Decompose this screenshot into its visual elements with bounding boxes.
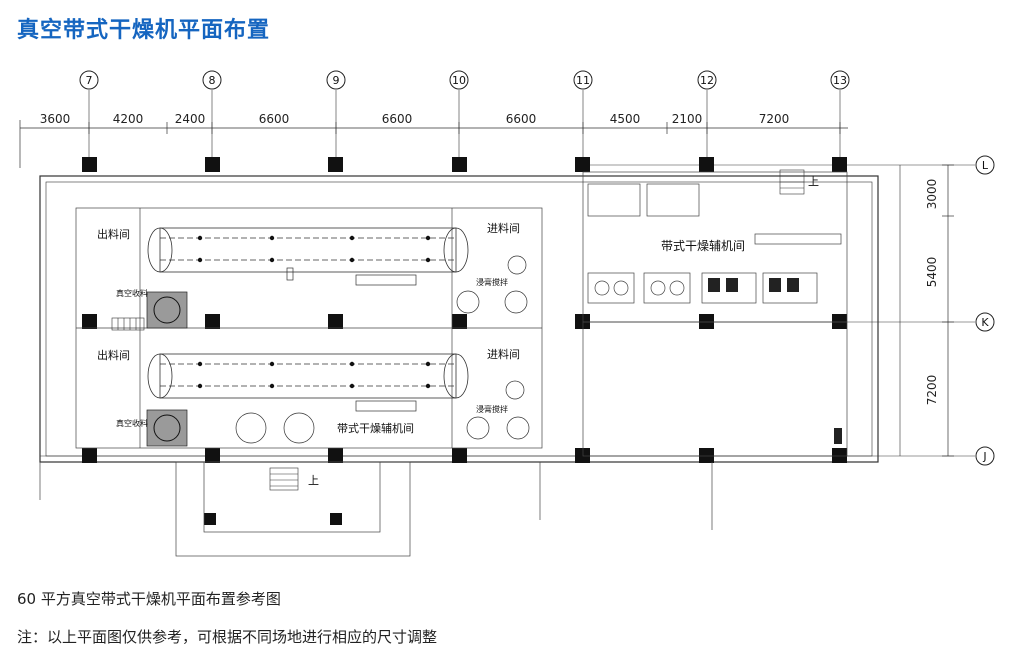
grid-label-12: 12 (700, 74, 714, 87)
mixing-tank-label-2: 浸膏搅拌 (476, 404, 508, 414)
discharge-room-label-1: 出料间 (97, 227, 130, 241)
belt-dryer-2 (147, 353, 469, 399)
grid-bubble-13 (830, 70, 850, 90)
dim-top-3: 2400 (175, 112, 206, 126)
grid-label-L: L (982, 159, 989, 172)
dim-right-3: 7200 (925, 375, 939, 406)
grid-label-8: 8 (209, 74, 216, 87)
mixing-tank-label-1: 浸膏搅拌 (476, 277, 508, 287)
grid-label-7: 7 (86, 74, 93, 87)
grid-bubble-9 (326, 70, 346, 90)
dim-top-8: 2100 (672, 112, 703, 126)
auxiliary-room-label-right: 带式干燥辅机间 (661, 239, 745, 253)
dim-top-7: 4500 (610, 112, 641, 126)
discharge-room-label-2: 出料间 (97, 348, 130, 362)
vacuum-unit-2 (146, 409, 188, 447)
grid-bubble-7 (79, 70, 99, 90)
feed-room-label-1: 进料间 (487, 221, 520, 235)
figure-note: 注：以上平面图仅供参考，可根据不同场地进行相应的尺寸调整 (17, 628, 438, 646)
grid-label-10: 10 (452, 74, 466, 87)
grid-bubble-L (975, 155, 995, 175)
stair-up-label-2: 上 (808, 175, 819, 188)
grid-bubble-12 (697, 70, 717, 90)
grid-bubble-8 (202, 70, 222, 90)
feed-room-label-2: 进料间 (487, 347, 520, 361)
grid-label-J: J (982, 450, 986, 463)
page-title: 真空带式干燥机平面布置 (17, 18, 271, 43)
grid-label-9: 9 (333, 74, 340, 87)
dim-top-1: 3600 (40, 112, 71, 126)
stair-up-label-1: 上 (308, 474, 319, 487)
dim-top-6: 6600 (506, 112, 537, 126)
grid-bubble-11 (573, 70, 593, 90)
vacuum-unit-label-2: 真空收料 (116, 418, 148, 428)
grid-bubble-K (975, 312, 995, 332)
vacuum-unit-1 (146, 291, 188, 329)
dim-right-2: 5400 (925, 257, 939, 288)
dim-right-1: 3000 (925, 179, 939, 210)
dim-top-5: 6600 (382, 112, 413, 126)
figure-caption: 60 平方真空带式干燥机平面布置参考图 (17, 590, 281, 608)
grid-label-13: 13 (833, 74, 847, 87)
floor-plan-diagram: 7 8 9 10 11 12 13 3600 4200 2400 6600 66… (19, 70, 995, 557)
grid-label-K: K (981, 316, 989, 329)
dim-top-4: 6600 (259, 112, 290, 126)
grid-bubble-10 (449, 70, 469, 90)
auxiliary-room-label-left: 带式干燥辅机间 (337, 421, 414, 435)
belt-dryer-1 (147, 227, 469, 273)
grid-label-11: 11 (576, 74, 590, 87)
grid-bubble-J (975, 446, 995, 466)
dim-top-2: 4200 (113, 112, 144, 126)
vacuum-unit-label-1: 真空收料 (116, 288, 148, 298)
dim-top-9: 7200 (759, 112, 790, 126)
